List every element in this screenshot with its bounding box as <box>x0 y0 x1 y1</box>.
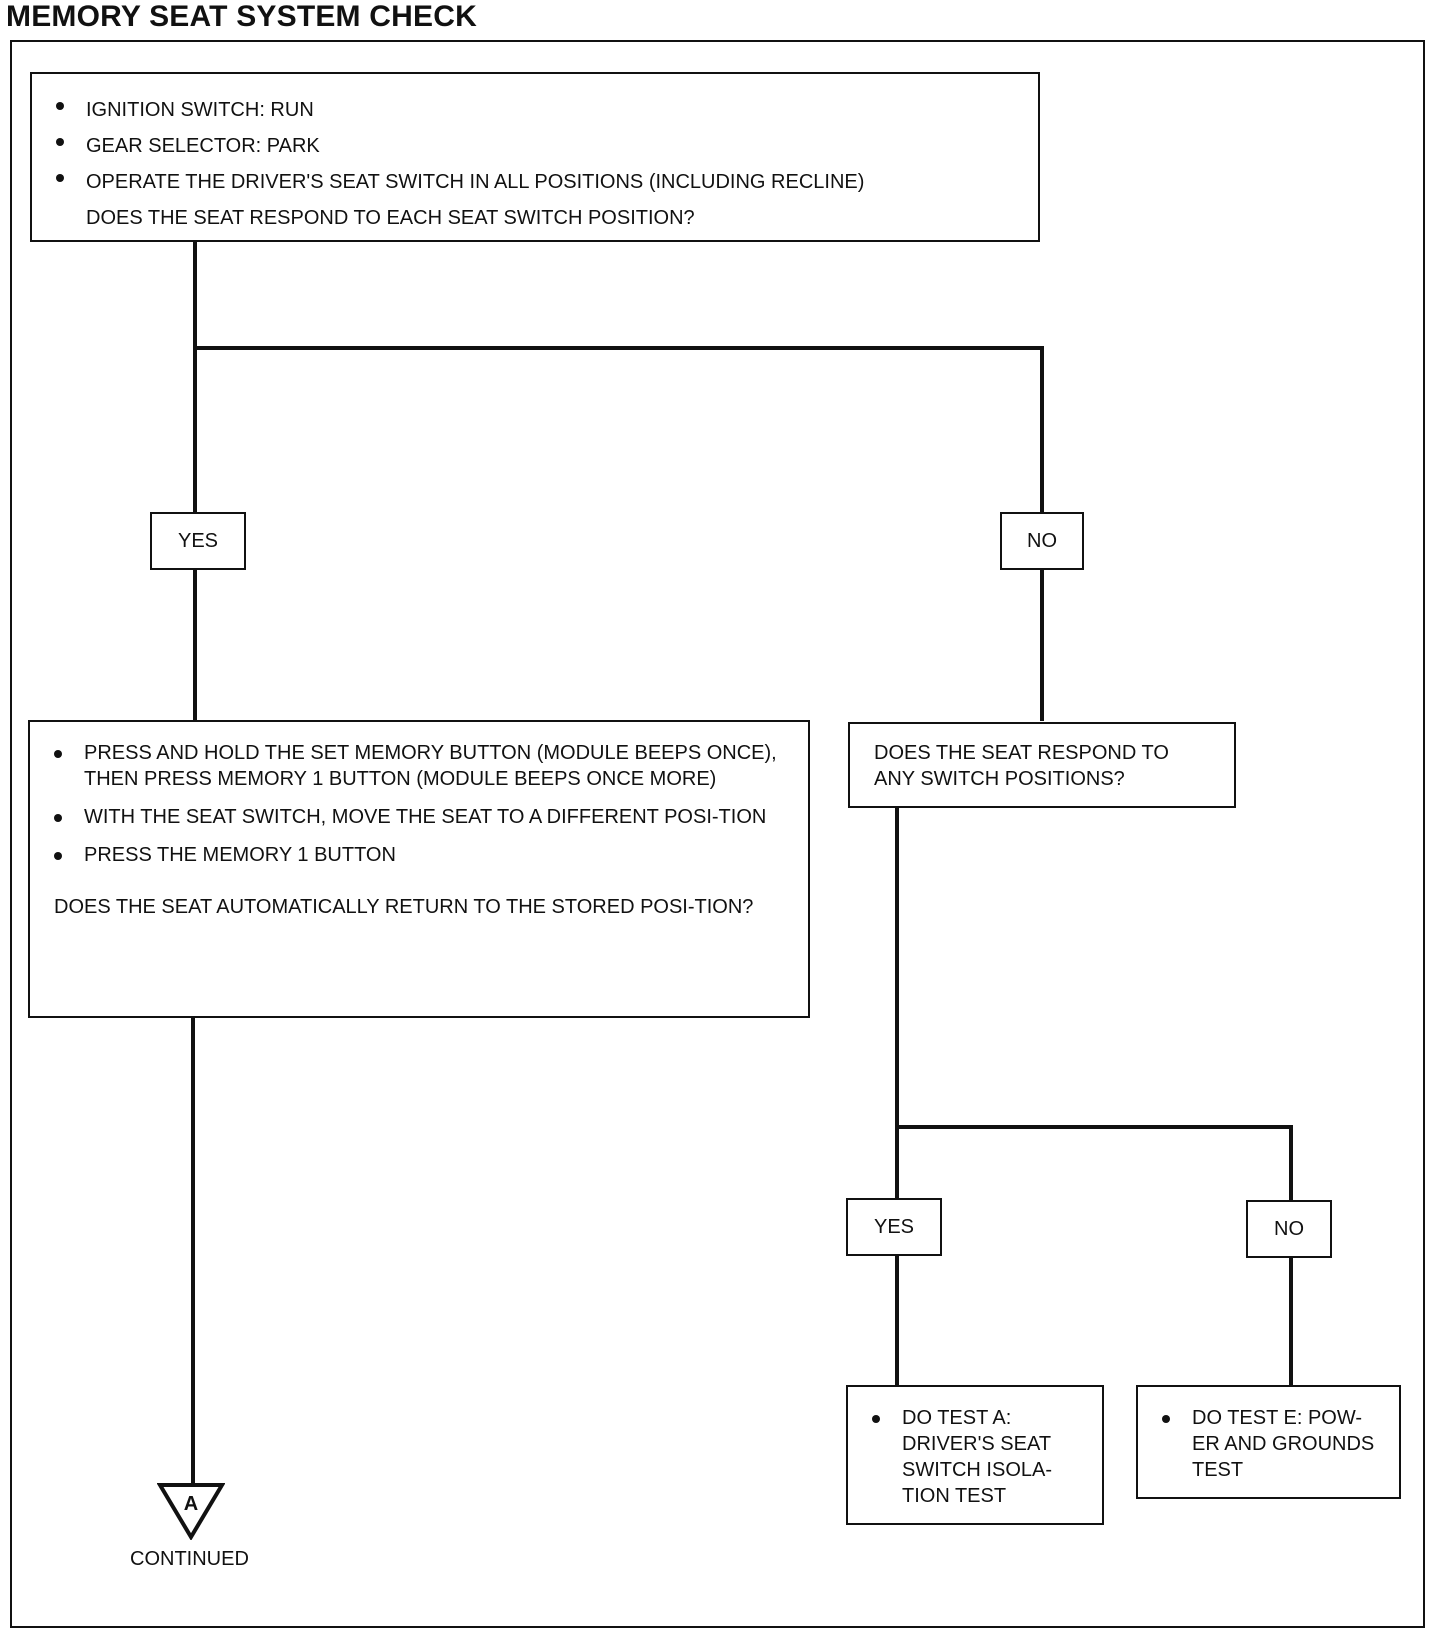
bullet-item: GEAR SELECTOR: PARK <box>56 128 1018 164</box>
bullet-item: IGNITION SWITCH: RUN <box>56 92 1018 128</box>
any-switch-question: DOES THE SEAT RESPOND TO ANY SWITCH POSI… <box>874 742 1169 790</box>
memory-question: DOES THE SEAT AUTOMATICALLY RETURN TO TH… <box>54 896 754 918</box>
bullet-item: PRESS THE MEMORY 1 BUTTON <box>54 842 782 868</box>
test-a-bullets: DO TEST A: DRIVER'S SEAT SWITCH ISOLA-TI… <box>872 1405 1084 1509</box>
bullet-item: DO TEST E: POW-ER AND GROUNDS TEST <box>1162 1405 1381 1483</box>
connector-letter: A <box>184 1493 198 1515</box>
flow-line <box>191 1015 195 1485</box>
flow-line <box>895 805 899 1385</box>
bullet-item: WITH THE SEAT SWITCH, MOVE THE SEAT TO A… <box>54 804 782 830</box>
test-a-box: DO TEST A: DRIVER'S SEAT SWITCH ISOLA-TI… <box>846 1385 1104 1525</box>
no-label: NO <box>1246 1200 1332 1258</box>
any-switch-box: DOES THE SEAT RESPOND TO ANY SWITCH POSI… <box>848 722 1236 808</box>
memory-test-box: PRESS AND HOLD THE SET MEMORY BUTTON (MO… <box>28 720 810 1018</box>
diagram-frame <box>10 40 1425 1628</box>
bullet-item: PRESS AND HOLD THE SET MEMORY BUTTON (MO… <box>54 740 782 792</box>
continuation-connector-icon: A <box>157 1483 225 1540</box>
bullet-item: OPERATE THE DRIVER'S SEAT SWITCH IN ALL … <box>56 164 1018 200</box>
yes-label: YES <box>150 512 246 570</box>
start-bullets: IGNITION SWITCH: RUN GEAR SELECTOR: PARK… <box>56 92 1018 200</box>
continued-caption: CONTINUED <box>130 1548 249 1570</box>
diagram-title: MEMORY SEAT SYSTEM CHECK <box>6 0 477 33</box>
flow-line <box>193 346 1044 350</box>
no-label: NO <box>1000 512 1084 570</box>
memory-bullets: PRESS AND HOLD THE SET MEMORY BUTTON (MO… <box>54 740 782 868</box>
bullet-item: DO TEST A: DRIVER'S SEAT SWITCH ISOLA-TI… <box>872 1405 1084 1509</box>
test-e-bullets: DO TEST E: POW-ER AND GROUNDS TEST <box>1162 1405 1381 1483</box>
flow-line <box>193 240 197 350</box>
flow-line <box>895 1125 1293 1129</box>
yes-label: YES <box>846 1198 942 1256</box>
start-question: DOES THE SEAT RESPOND TO EACH SEAT SWITC… <box>86 207 695 229</box>
start-check-box: IGNITION SWITCH: RUN GEAR SELECTOR: PARK… <box>30 72 1040 242</box>
test-e-box: DO TEST E: POW-ER AND GROUNDS TEST <box>1136 1385 1401 1499</box>
